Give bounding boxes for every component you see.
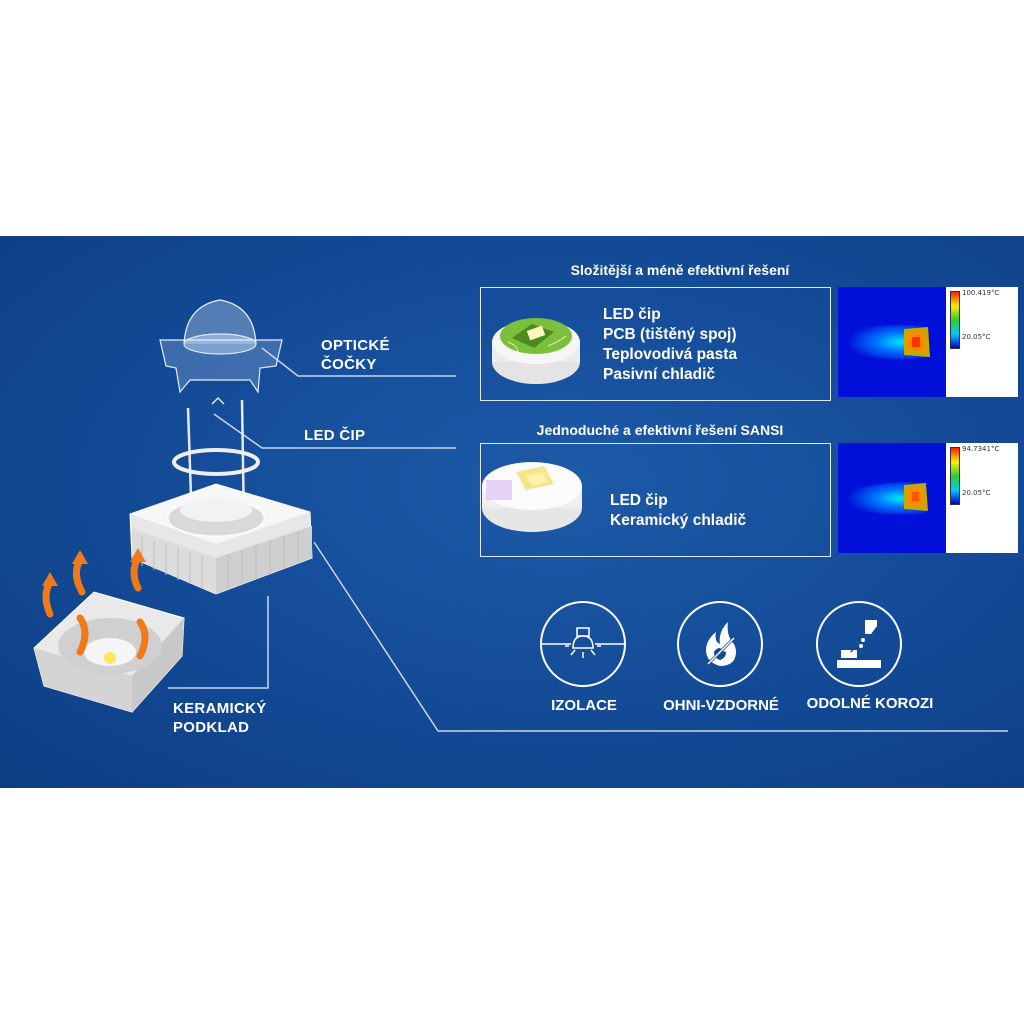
- top-item: LED čip: [603, 306, 661, 323]
- top-thermal-image: [838, 287, 946, 397]
- led-exploded-illustration: [33, 299, 313, 713]
- corrosion-icon: [816, 601, 902, 687]
- top-solution-list: LED čip PCB (tištěný spoj) Teplovodivá p…: [603, 305, 737, 385]
- top-temperature-scale: 100.419°C 20.05°C: [946, 287, 1018, 397]
- led-chip-label: LED ČIP: [304, 427, 366, 444]
- optical-lens: [159, 299, 283, 394]
- optical-label-line2: ČOČKY: [321, 356, 377, 373]
- seal-ring: [172, 448, 260, 476]
- ceramic-heatsink-image: [482, 462, 582, 532]
- pcb-heatsink-image: [492, 318, 580, 384]
- top-scale-max: 100.419°C: [962, 289, 1000, 297]
- ceramic-base-label: KERAMICKÝ PODKLAD: [173, 699, 267, 737]
- bottom-item: Keramický chladič: [610, 512, 747, 529]
- bottom-scale-min: 20.05°C: [962, 489, 991, 497]
- bottom-temperature-scale: 94.7341°C 20.05°C: [946, 443, 1018, 553]
- connector-lines: [168, 347, 1008, 732]
- top-scale-min: 20.05°C: [962, 333, 991, 341]
- ceramic-label-line1: KERAMICKÝ: [173, 700, 267, 717]
- top-solution-header: Složitější a méně efektivní řešení: [570, 262, 790, 278]
- top-item: Teplovodivá pasta: [603, 346, 738, 363]
- top-color-scale-bar: [950, 291, 960, 349]
- feature-label-corrosion: ODOLNÉ KOROZI: [806, 695, 934, 712]
- blue-panel: OPTICKÉ ČOČKY LED ČIP KERAMICKÝ PODKLAD …: [0, 236, 1024, 788]
- top-item: PCB (tištěný spoj): [603, 326, 737, 343]
- bottom-solution-header: Jednoduché a efektivní řešení SANSI: [536, 422, 784, 438]
- bottom-thermal-image: [838, 443, 946, 553]
- feature-label-insulation: IZOLACE: [551, 697, 617, 714]
- bottom-solution-list: LED čip Keramický chladič: [610, 491, 746, 531]
- top-item: Pasivní chladič: [603, 366, 715, 383]
- optical-lens-label: OPTICKÉ ČOČKY: [321, 336, 390, 374]
- led-chip-mark: [211, 396, 225, 405]
- top-solution-box: [480, 287, 831, 401]
- bottom-item: LED čip: [610, 492, 668, 509]
- ceramic-base-bottom-view: [33, 548, 185, 713]
- bottom-color-scale-bar: [950, 447, 960, 505]
- bottom-solution-box: [480, 443, 831, 557]
- ceramic-label-line2: PODKLAD: [173, 719, 250, 736]
- ceramic-base: [129, 483, 313, 595]
- optical-label-line1: OPTICKÉ: [321, 337, 390, 354]
- feature-label-fireproof: OHNI-VZDORNÉ: [663, 697, 779, 714]
- flame-icon: [677, 601, 763, 687]
- bottom-scale-max: 94.7341°C: [962, 445, 1000, 453]
- lamp-insulation-icon: [540, 601, 626, 687]
